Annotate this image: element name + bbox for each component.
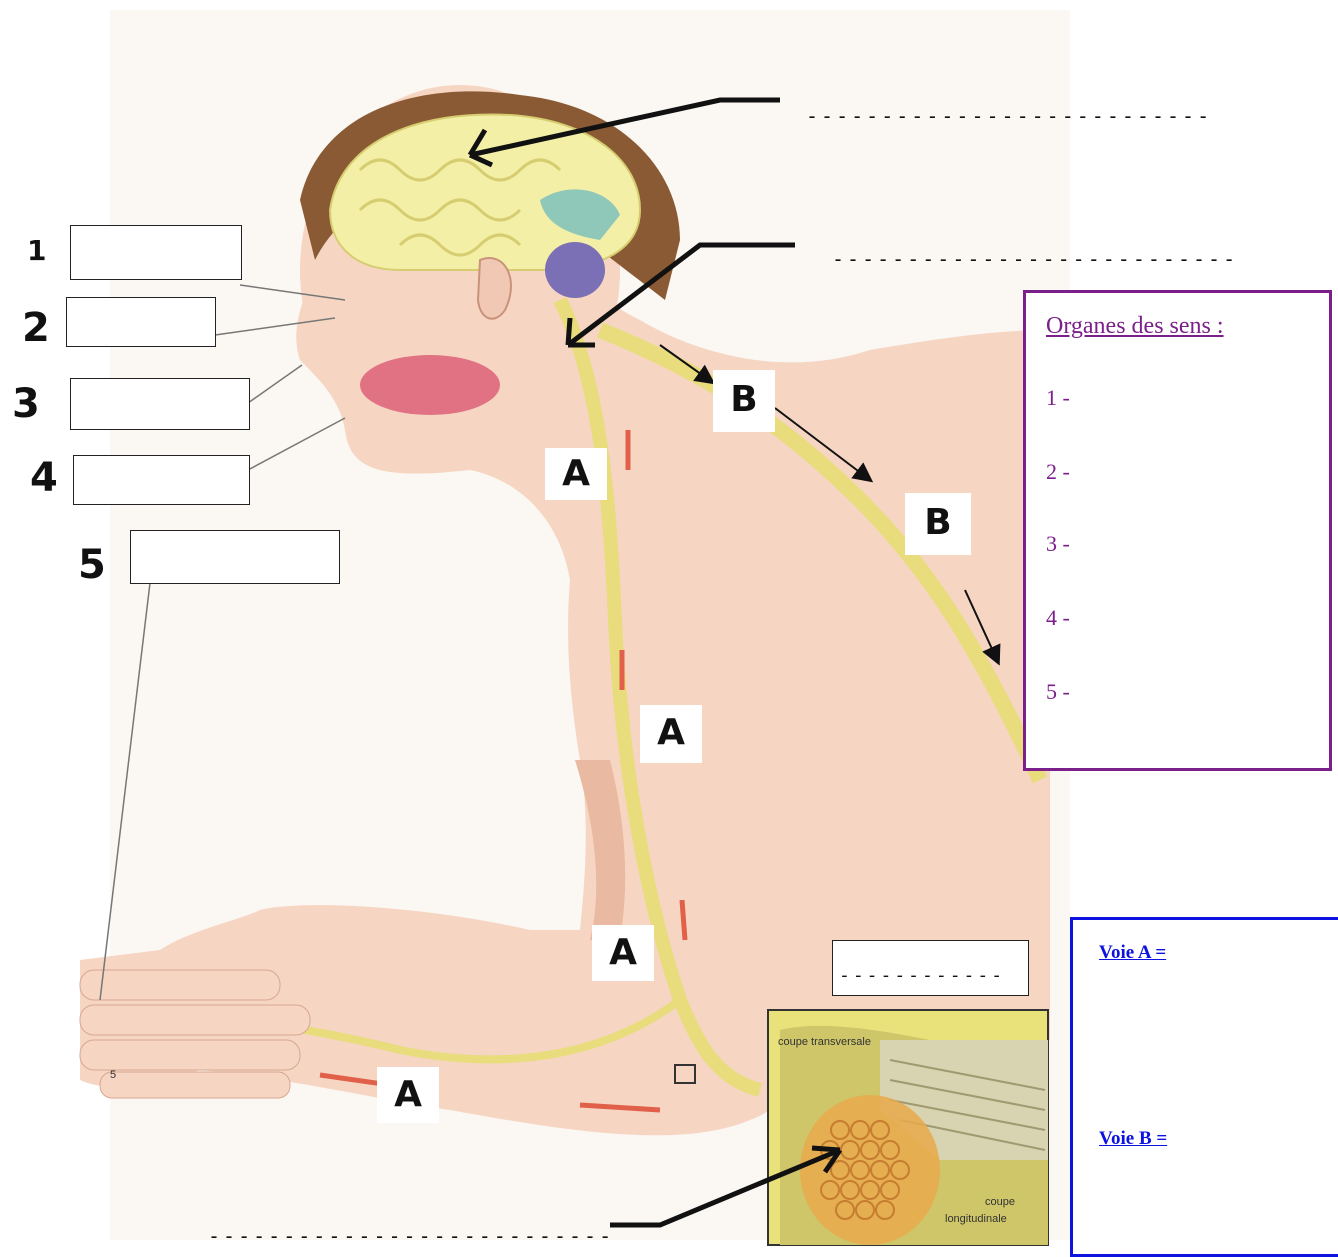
signal-arrow-3 [682, 900, 685, 940]
number-5: 5 [78, 542, 106, 588]
answer-box-5[interactable] [130, 530, 340, 584]
pathway-a-label-3: A [592, 925, 654, 981]
sense-item-4: 4 - [1046, 605, 1070, 631]
answer-box-3[interactable] [70, 378, 250, 430]
finger-number: 5 [110, 1069, 116, 1081]
magnifier-answer-box[interactable]: ------------ [832, 940, 1029, 996]
magnifier-answer-line: ------------ [839, 965, 1005, 986]
senses-title: Organes des sens : [1046, 313, 1224, 340]
inset-cross-section: coupe transversale coupe longitudinale [768, 1010, 1048, 1245]
sense-item-3: 3 - [1046, 531, 1070, 557]
number-3: 3 [12, 381, 40, 427]
voies-box: Voie A = Voie B = [1070, 917, 1338, 1257]
pathway-a-label-2: A [640, 705, 702, 763]
mouth-cavity [360, 355, 500, 415]
voie-b-label: Voie B = [1099, 1128, 1167, 1150]
cerebellum [545, 242, 605, 298]
pathway-a-label-4: A [377, 1067, 439, 1123]
pathway-a-label-1: A [545, 448, 607, 500]
spinal-cord-answer-line[interactable]: --------------------------- [832, 247, 1238, 271]
inset-longitudinal-label-2: longitudinale [945, 1213, 1007, 1225]
ear [478, 258, 511, 319]
sense-item-1: 1 - [1046, 385, 1070, 411]
sense-item-5: 5 - [1046, 679, 1070, 705]
answer-box-2[interactable] [66, 297, 216, 347]
number-1: 1 [27, 234, 46, 267]
number-2: 2 [22, 305, 50, 351]
answer-box-1[interactable] [70, 225, 242, 280]
sense-item-2: 2 - [1046, 459, 1070, 485]
inset-longitudinal-label-1: coupe [985, 1196, 1015, 1208]
number-4: 4 [30, 455, 58, 501]
nerve-answer-line[interactable]: --------------------------- [208, 1224, 614, 1248]
senses-box: Organes des sens : 1 - 2 - 3 - 4 - 5 - [1023, 290, 1332, 771]
brain-answer-line[interactable]: --------------------------- [806, 104, 1212, 128]
voie-a-label: Voie A = [1099, 942, 1166, 964]
inset-transverse-label: coupe transversale [778, 1036, 871, 1048]
answer-box-4[interactable] [73, 455, 250, 505]
pathway-b-label-2: B [905, 493, 971, 555]
pathway-b-label-1: B [713, 370, 775, 432]
